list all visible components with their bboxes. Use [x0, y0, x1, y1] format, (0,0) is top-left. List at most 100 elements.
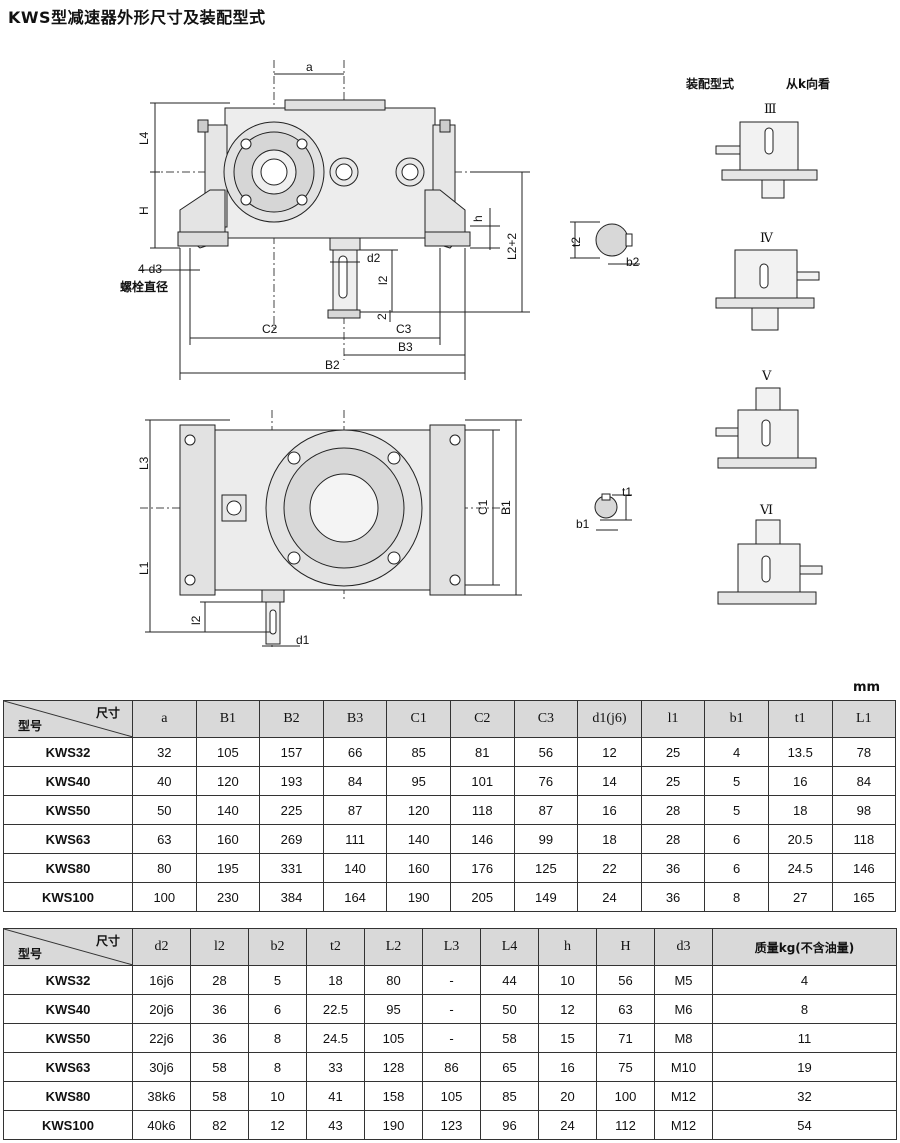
model-cell: KWS80: [3, 853, 133, 883]
column-header: a: [132, 700, 197, 738]
value-cell: 84: [322, 766, 388, 796]
value-cell: 85: [386, 737, 451, 767]
value-cell: 65: [480, 1052, 539, 1082]
value-cell: 96: [480, 1110, 539, 1140]
value-cell: 120: [195, 766, 261, 796]
model-cell: KWS100: [3, 1110, 133, 1140]
value-cell: 16: [538, 1052, 597, 1082]
column-header: h: [538, 928, 597, 966]
column-header: B3: [322, 700, 388, 738]
value-cell: 8: [248, 1052, 307, 1082]
value-cell: 190: [364, 1110, 423, 1140]
value-cell: 22.5: [306, 994, 365, 1024]
value-cell: 40: [132, 766, 197, 796]
keyway-detail-input: [594, 493, 632, 531]
table-corner-cell: 尺寸 型号: [3, 928, 133, 966]
value-cell: 32: [132, 737, 197, 767]
value-cell: 24.5: [306, 1023, 365, 1053]
column-header: L1: [831, 700, 897, 738]
value-cell: 6: [248, 994, 307, 1024]
value-cell: 12: [577, 737, 642, 767]
dim-label-h-lower: h: [471, 215, 485, 222]
value-cell: 50: [132, 795, 197, 825]
value-cell: 105: [364, 1023, 423, 1053]
front-view: [140, 60, 530, 380]
column-header: H: [596, 928, 655, 966]
value-cell: 19: [712, 1052, 897, 1082]
value-cell: 80: [364, 965, 423, 995]
column-header: l1: [640, 700, 706, 738]
column-header: L3: [422, 928, 481, 966]
model-cell: KWS80: [3, 1081, 133, 1111]
dim-label-c1: C1: [476, 499, 490, 515]
value-cell: 128: [364, 1052, 423, 1082]
value-cell: -: [422, 965, 481, 995]
column-header: b2: [248, 928, 307, 966]
dim-label-l2-front: l2: [376, 275, 390, 285]
value-cell: 25: [640, 737, 706, 767]
value-cell: 66: [322, 737, 388, 767]
dim-label-b3: B3: [398, 340, 413, 354]
value-cell: 193: [259, 766, 324, 796]
value-cell: 82: [190, 1110, 249, 1140]
value-cell: 118: [449, 795, 515, 825]
value-cell: -: [422, 1023, 481, 1053]
value-cell: 11: [712, 1023, 897, 1053]
value-cell: 84: [831, 766, 897, 796]
value-cell: 81: [449, 737, 515, 767]
value-cell: 8: [248, 1023, 307, 1053]
value-cell: 10: [248, 1081, 307, 1111]
dim-label-b1-width: B1: [499, 500, 513, 515]
column-header: d3: [654, 928, 713, 966]
value-cell: 36: [190, 994, 249, 1024]
dim-label-2: 2: [375, 313, 389, 320]
column-header: C1: [386, 700, 451, 738]
value-cell: 8: [712, 994, 897, 1024]
column-header: d2: [132, 928, 191, 966]
assembly-heading: 装配型式: [685, 76, 734, 91]
value-cell: M6: [654, 994, 713, 1024]
unit-label: mm: [853, 680, 881, 695]
value-cell: 12: [538, 994, 597, 1024]
value-cell: 87: [513, 795, 579, 825]
value-cell: 5: [704, 795, 769, 825]
value-cell: 5: [248, 965, 307, 995]
value-cell: 20j6: [132, 994, 191, 1024]
value-cell: 28: [640, 795, 706, 825]
dim-label-a: a: [306, 60, 313, 74]
assembly-type-6-label: Ⅵ: [759, 502, 773, 517]
value-cell: 56: [596, 965, 655, 995]
column-header: B1: [195, 700, 261, 738]
value-cell: 40k6: [132, 1110, 191, 1140]
assembly-type-5-drawing: [715, 387, 817, 469]
value-cell: 33: [306, 1052, 365, 1082]
value-cell: 28: [190, 965, 249, 995]
value-cell: 100: [596, 1081, 655, 1111]
value-cell: 112: [596, 1110, 655, 1140]
value-cell: 95: [364, 994, 423, 1024]
value-cell: 140: [386, 824, 451, 854]
column-header: t1: [767, 700, 833, 738]
assembly-type-3-drawing: [715, 121, 818, 199]
dim-label-t2: t2: [569, 237, 583, 247]
model-cell: KWS50: [3, 795, 133, 825]
value-cell: 58: [480, 1023, 539, 1053]
assembly-type-3-label: Ⅲ: [764, 101, 777, 116]
value-cell: 6: [704, 853, 769, 883]
value-cell: 20.5: [767, 824, 833, 854]
value-cell: -: [422, 994, 481, 1024]
value-cell: 101: [449, 766, 515, 796]
column-header: C2: [449, 700, 515, 738]
value-cell: 18: [767, 795, 833, 825]
dim-label-h-upper: H: [137, 206, 151, 215]
